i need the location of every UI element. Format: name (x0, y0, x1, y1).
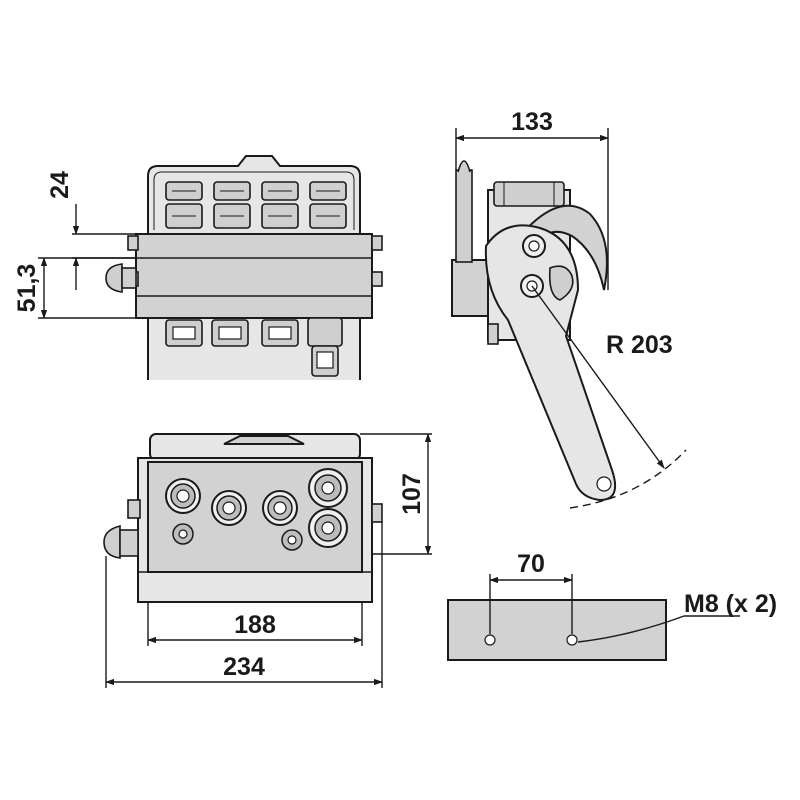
dim-label-133: 133 (511, 108, 553, 136)
bottom-fittings (165, 317, 343, 377)
thread-label: M8 (x 2) (684, 590, 777, 618)
top-fittings (165, 181, 347, 229)
dim-133: 133 (455, 108, 609, 290)
dim-label-107: 107 (398, 473, 426, 515)
mounting-plate: 70 M8 (x 2) (447, 550, 777, 661)
dim-label-234: 234 (223, 653, 265, 681)
dim-label-51-3: 51,3 (13, 264, 41, 313)
dim-label-r203: R 203 (606, 331, 673, 359)
side-view (451, 160, 616, 502)
knob-front (103, 524, 139, 559)
lever-arm (484, 224, 616, 502)
ports (165, 468, 348, 551)
dim-label-188: 188 (234, 611, 276, 639)
dim-188: 188 (147, 602, 363, 646)
dim-51-3: 51,3 (13, 257, 148, 319)
top-view (105, 155, 383, 380)
dim-label-70: 70 (517, 550, 545, 578)
dim-label-24: 24 (46, 171, 74, 199)
dim-234: 234 (105, 522, 383, 688)
dim-107: 107 (360, 433, 432, 555)
knob-top (105, 263, 137, 293)
front-view (103, 433, 383, 603)
hook (518, 204, 608, 291)
dim-radius: R 203 (531, 285, 687, 509)
